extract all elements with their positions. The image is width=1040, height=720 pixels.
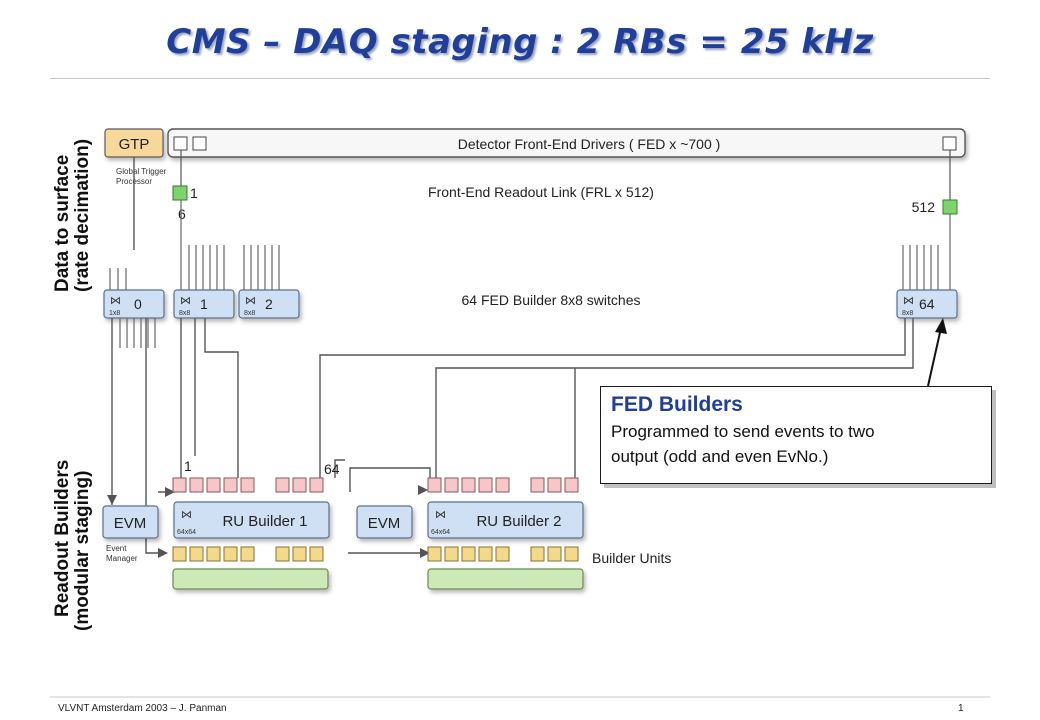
svg-text:⋈: ⋈ [245,294,256,307]
fed-builder-switches: ⋈ 0 1x8 ⋈ 1 8x8 ⋈ 2 8x8 ⋈ 64 8x8 [103,289,958,319]
ru-builder-2-size: 64x64 [431,529,450,536]
switch-0-size: 1x8 [109,310,120,317]
switch-1 [173,289,235,319]
svg-text:⋈: ⋈ [180,294,191,307]
evm-2-box [356,505,413,539]
evm-caption-2: Manager [106,554,138,563]
bu-row-1 [172,546,324,562]
title-rule [50,78,990,79]
callout-line-1: Programmed to send events to two [611,422,875,441]
footer-left: VLVNT Amsterdam 2003 – J. Panman [58,703,227,714]
frl-1-box [172,185,188,201]
routing-lines [111,157,914,554]
footer-page-number: 1 [958,703,964,714]
ru-row-1 [172,477,324,493]
svg-text:⋈: ⋈ [181,508,192,521]
frl-first-sub: 6 [178,206,186,222]
svg-text:⋈: ⋈ [903,294,914,307]
fed-bar [167,128,966,158]
switch-2-num: 2 [265,296,273,312]
switch-64 [896,289,958,319]
frl-last-label: 512 [912,199,936,215]
ru-first-label: 1 [184,458,192,474]
switch-64-size: 8x8 [902,310,913,317]
callout-line-2: output (odd and even EvNo.) [611,447,829,466]
ru-builder-1-box [173,501,330,539]
filter-farm-2 [427,568,584,590]
fed-port-2 [192,136,207,151]
frl-label: Front-End Readout Link (FRL x 512) [428,184,654,200]
frl-first-label: 1 [190,185,198,201]
switch-row-label: 64 FED Builder 8x8 switches [462,292,641,308]
switch-1-size: 8x8 [179,310,190,317]
ru-builder-1-label: RU Builder 1 [222,513,307,530]
ru-builder-2-box [427,501,584,539]
gtp-label: GTP [119,136,150,153]
evm-1-box [102,505,159,539]
gtp-caption-1: Global Trigger [116,167,167,176]
fed-bar-label: Detector Front-End Drivers ( FED x ~700 … [458,136,721,152]
evm-2-label: EVM [368,515,401,532]
callout-title: FED Builders [611,393,743,416]
switch-input-combs [109,200,951,291]
fed-builders-callout: FED Builders Programmed to send events t… [600,386,992,484]
bu-row-2 [427,546,579,562]
callout-arrow [927,327,942,387]
evm-caption-1: Event [106,544,127,553]
ru-builder-2-label: RU Builder 2 [476,513,561,530]
builder-units-label: Builder Units [592,550,671,566]
frl-512-box [942,199,958,215]
switch-2 [238,289,300,319]
ru-builder-1-size: 64x64 [177,529,196,536]
switch-2-size: 8x8 [244,310,255,317]
switch-64-num: 64 [919,296,935,312]
svg-text:⋈: ⋈ [110,294,121,307]
switch-0-num: 0 [134,296,142,312]
fed-port-last [942,136,957,151]
filter-farm-1 [172,568,329,590]
switch-1-num: 1 [200,296,208,312]
slide-title: CMS – DAQ staging : 2 RBs = 25 kHz [166,22,874,62]
ru-last-label: 64 [324,461,340,477]
ru-row-2 [427,477,579,493]
evm-1-label: EVM [114,515,147,532]
fed-port-1 [173,136,188,151]
svg-text:⋈: ⋈ [435,508,446,521]
